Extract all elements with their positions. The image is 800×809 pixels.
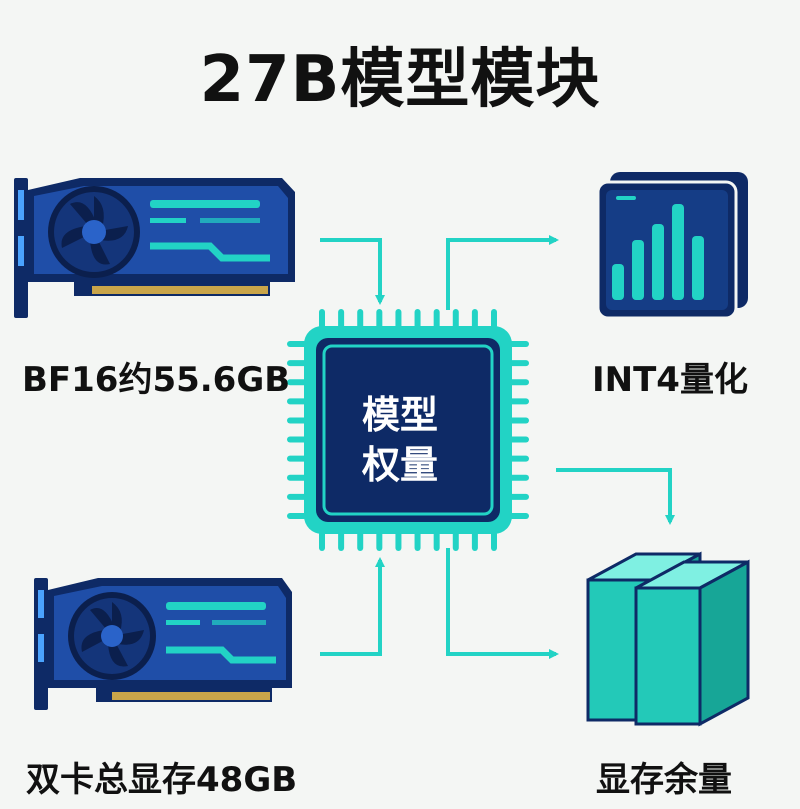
- bar-chart-icon: [596, 172, 748, 320]
- connector-arrows: [320, 235, 675, 659]
- quantization-label: INT4量化: [592, 360, 748, 400]
- chip-icon: [287, 309, 529, 551]
- arrow-chip-to-memory: [446, 548, 559, 659]
- chip-label-line2: 权量: [361, 443, 438, 487]
- gpu-card-bottom-icon: [34, 578, 292, 710]
- remaining-memory-label: 显存余量: [596, 760, 732, 800]
- gpu-card-top-icon: [14, 178, 295, 318]
- arrow-to-memory-top: [556, 468, 675, 525]
- gpu-top-label: BF16约55.6GB: [22, 360, 291, 400]
- chip-label-line1: 模型: [361, 393, 438, 437]
- diagram-title: 27B模型模块: [199, 43, 601, 117]
- memory-block-icon: [586, 551, 750, 727]
- gpu-bottom-label: 双卡总显存48GB: [26, 760, 298, 800]
- arrow-top-gpu-to-chip: [320, 238, 385, 305]
- chip-label: 模型 权量: [330, 390, 470, 490]
- arrow-bottom-gpu-to-chip: [320, 557, 385, 656]
- arrow-chip-to-quantization: [446, 235, 559, 310]
